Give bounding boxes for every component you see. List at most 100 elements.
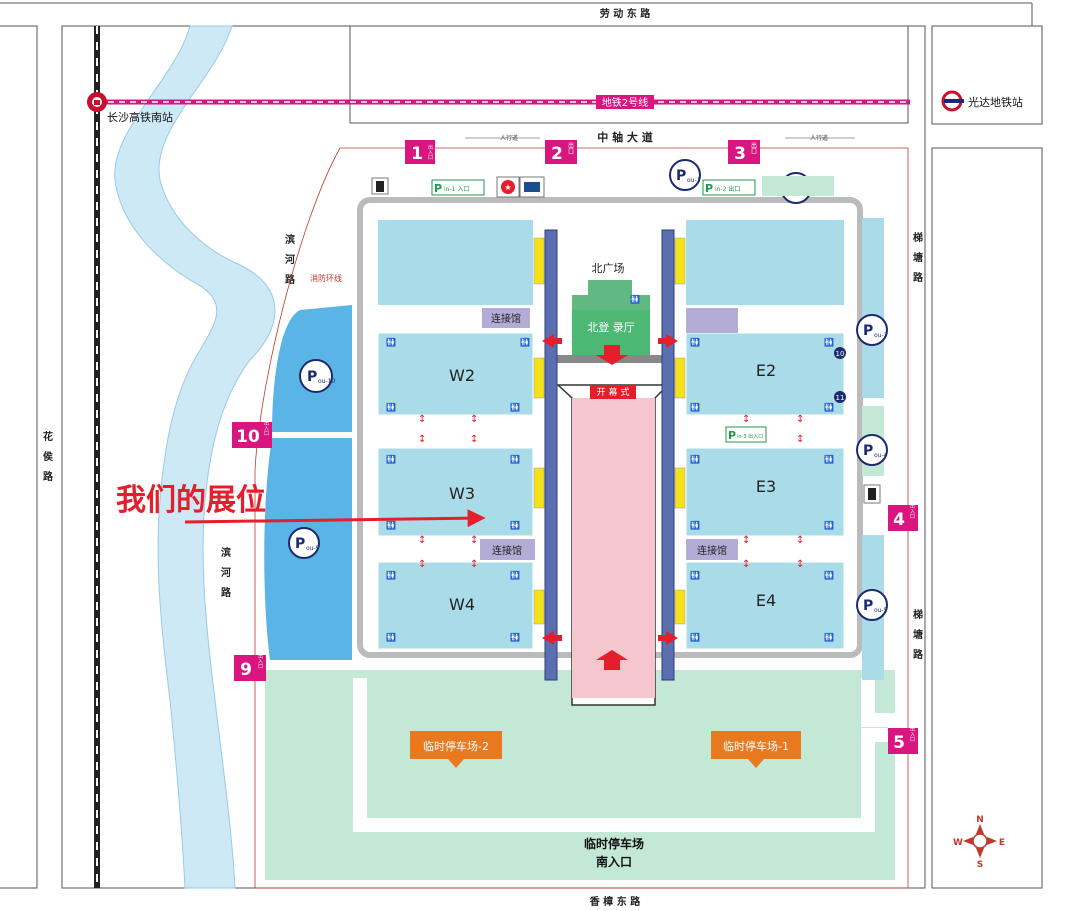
road-titang-upper: 梯 塘 路 bbox=[913, 231, 924, 284]
svg-text:梯: 梯 bbox=[913, 231, 923, 244]
gate-1: 1 出入口 bbox=[405, 140, 435, 164]
svg-text:↕: ↕ bbox=[418, 414, 426, 425]
svg-text:E4: E4 bbox=[756, 591, 776, 610]
svg-text:路: 路 bbox=[221, 586, 232, 599]
svg-text:🚻: 🚻 bbox=[386, 570, 396, 580]
svg-text:滨: 滨 bbox=[221, 546, 231, 559]
svg-text:塘: 塘 bbox=[913, 251, 923, 264]
parking-pou4: P ou-4 bbox=[856, 434, 888, 466]
svg-text:ou-9: ou-9 bbox=[306, 545, 320, 552]
svg-text:北广场: 北广场 bbox=[592, 261, 625, 275]
svg-text:E: E bbox=[999, 838, 1005, 848]
svg-text:临时停车场: 临时停车场 bbox=[584, 836, 644, 851]
booth-pointer-arrow bbox=[184, 509, 486, 528]
svg-text:🚻: 🚻 bbox=[386, 520, 396, 530]
trash-icon bbox=[863, 484, 881, 504]
link-hall-east-mid: 连接馆 bbox=[686, 539, 738, 560]
svg-text:ou-10: ou-10 bbox=[318, 378, 335, 385]
svg-text:P: P bbox=[295, 536, 305, 552]
hsr-station-label: 长沙高铁南站 bbox=[107, 110, 173, 124]
svg-text:↕: ↕ bbox=[470, 434, 478, 445]
svg-text:🚻: 🚻 bbox=[824, 337, 834, 347]
parking-pou1: P ou-1 bbox=[669, 159, 701, 191]
svg-text:临时停车场-1: 临时停车场-1 bbox=[723, 739, 789, 753]
parking-pou3: P ou-3 bbox=[856, 314, 888, 346]
north-entrance-icons: ★ bbox=[496, 176, 545, 198]
svg-text:🚻: 🚻 bbox=[824, 520, 834, 530]
svg-text:🚻: 🚻 bbox=[824, 570, 834, 580]
parking-pin2: P in-2 出口 bbox=[702, 179, 756, 196]
svg-text:↕: ↕ bbox=[470, 559, 478, 570]
gate-10: 10 出入口 bbox=[232, 420, 272, 448]
svg-text:🚻: 🚻 bbox=[690, 632, 700, 642]
svg-text:in-2 出口: in-2 出口 bbox=[715, 185, 740, 193]
svg-text:🚻: 🚻 bbox=[690, 454, 700, 464]
metro-station: 光达地铁站 bbox=[941, 90, 1023, 112]
hall-e3: E3 bbox=[685, 447, 845, 537]
hall-north-east bbox=[686, 220, 844, 305]
svg-text:↕: ↕ bbox=[470, 535, 478, 546]
parking-pin1: P in-1 入口 bbox=[431, 179, 485, 196]
hall-e4: E4 bbox=[685, 561, 845, 650]
link-hall-west-top: 连接馆 bbox=[482, 308, 530, 328]
svg-text:↕: ↕ bbox=[418, 434, 426, 445]
svg-text:🚻: 🚻 bbox=[510, 632, 520, 642]
gate-2: 2 出口 bbox=[545, 140, 577, 164]
svg-text:梯: 梯 bbox=[913, 608, 923, 621]
svg-text:↕: ↕ bbox=[470, 414, 478, 425]
svg-text:塘: 塘 bbox=[913, 628, 923, 641]
svg-text:出口: 出口 bbox=[750, 141, 757, 155]
svg-text:🚻: 🚻 bbox=[824, 454, 834, 464]
svg-text:2: 2 bbox=[551, 144, 563, 164]
link-hall-west-mid: 连接馆 bbox=[480, 539, 535, 560]
road-huahou: 花 侯 路 bbox=[43, 430, 54, 483]
svg-text:🚻: 🚻 bbox=[386, 454, 396, 464]
hall-north-west bbox=[378, 220, 533, 305]
svg-text:P: P bbox=[705, 182, 713, 195]
svg-text:S: S bbox=[977, 860, 983, 870]
svg-text:🚻: 🚻 bbox=[510, 570, 520, 580]
south-loop-road bbox=[353, 678, 902, 832]
link-hall-east-top bbox=[686, 308, 738, 333]
parking-pou10: P ou-10 bbox=[299, 359, 335, 393]
police-icon bbox=[501, 180, 515, 194]
svg-text:出入口: 出入口 bbox=[427, 144, 433, 161]
svg-text:南入口: 南入口 bbox=[596, 854, 632, 869]
svg-text:P: P bbox=[863, 598, 873, 614]
svg-text:🚻: 🚻 bbox=[690, 520, 700, 530]
svg-text:🚻: 🚻 bbox=[386, 337, 396, 347]
svg-text:🚻: 🚻 bbox=[386, 402, 396, 412]
restroom-icons: 🚻🚻 🚻🚻 🚻🚻 🚻🚻 🚻🚻 🚻🚻 🚻🚻 🚻🚻 🚻🚻 🚻🚻 🚻🚻 🚻🚻 🚻 bbox=[386, 294, 834, 642]
svg-text:🚻: 🚻 bbox=[520, 337, 530, 347]
svg-text:出入口: 出入口 bbox=[257, 653, 263, 670]
svg-text:ou-5: ou-5 bbox=[874, 607, 888, 614]
metro-station-label: 光达地铁站 bbox=[968, 95, 1023, 109]
east-strip-1 bbox=[862, 218, 884, 398]
svg-text:W2: W2 bbox=[449, 366, 475, 385]
svg-text:in-3 出入口: in-3 出入口 bbox=[737, 433, 763, 440]
marker-11: 11 bbox=[834, 391, 846, 403]
svg-text:连接馆: 连接馆 bbox=[697, 544, 727, 557]
svg-text:P: P bbox=[434, 182, 442, 195]
service-strips bbox=[533, 237, 686, 625]
svg-text:in-1 入口: in-1 入口 bbox=[444, 186, 469, 193]
hsr-station: 长沙高铁南站 bbox=[87, 92, 173, 124]
river bbox=[114, 25, 276, 889]
svg-text:出入口: 出入口 bbox=[909, 503, 915, 520]
road-binhe-lower: 滨 河 路 bbox=[221, 546, 232, 599]
parking-pin3: P in-3 出入口 bbox=[725, 426, 767, 443]
svg-text:滨: 滨 bbox=[285, 233, 295, 246]
compass: N S W E bbox=[953, 815, 1005, 870]
svg-text:出入口: 出入口 bbox=[909, 726, 915, 743]
svg-text:11: 11 bbox=[836, 394, 845, 402]
svg-text:9: 9 bbox=[240, 660, 252, 680]
svg-text:河: 河 bbox=[221, 567, 231, 579]
svg-text:🚻: 🚻 bbox=[630, 294, 640, 304]
svg-text:出口: 出口 bbox=[567, 141, 574, 155]
svg-text:↕: ↕ bbox=[796, 535, 804, 546]
svg-text:🚻: 🚻 bbox=[510, 402, 520, 412]
corridor-west bbox=[544, 229, 558, 681]
parking-pou5: P ou-5 bbox=[856, 589, 888, 621]
svg-text:🚻: 🚻 bbox=[510, 454, 520, 464]
svg-text:1: 1 bbox=[411, 144, 423, 164]
